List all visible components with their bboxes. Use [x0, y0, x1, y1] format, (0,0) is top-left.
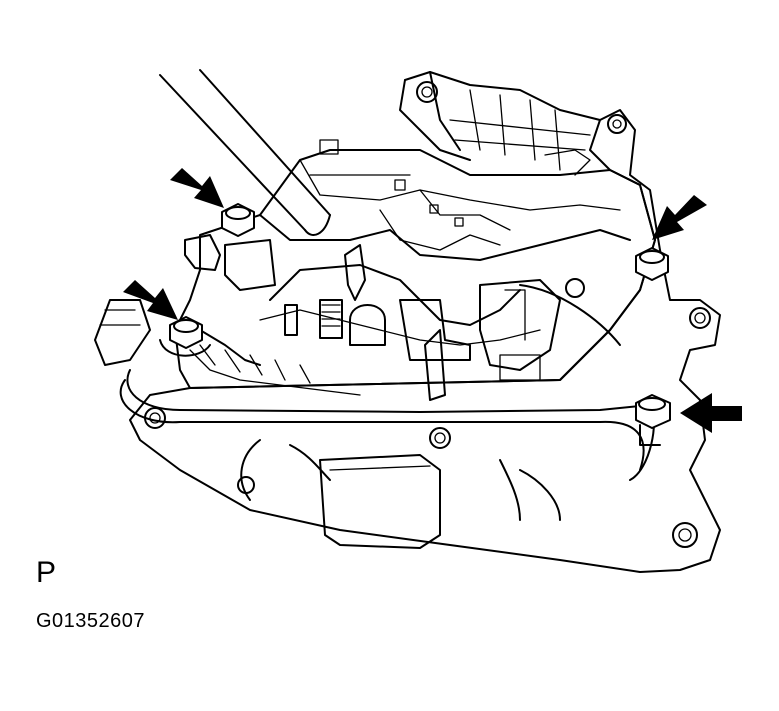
valve-body-channels	[259, 264, 621, 381]
manual-valve-lever	[344, 244, 451, 449]
arrow-icon	[680, 393, 742, 433]
bolt-upper-right	[635, 247, 669, 281]
transmission-case	[129, 71, 721, 573]
valve-body-plate	[174, 139, 656, 389]
callout-arrows	[123, 168, 742, 433]
arrow-icon	[652, 195, 707, 240]
bolt-left	[159, 316, 211, 357]
figure-code: G01352607	[36, 610, 146, 632]
bolts	[159, 203, 671, 446]
bolt-lower-right	[635, 394, 671, 446]
shift-rod	[159, 69, 331, 236]
solenoid-bracket	[184, 234, 276, 291]
view-label: P	[36, 556, 57, 589]
arrow-icon	[123, 280, 178, 320]
arrow-icon	[170, 168, 224, 208]
wiring-harness	[94, 299, 655, 549]
bolt-upper-left	[221, 203, 255, 237]
